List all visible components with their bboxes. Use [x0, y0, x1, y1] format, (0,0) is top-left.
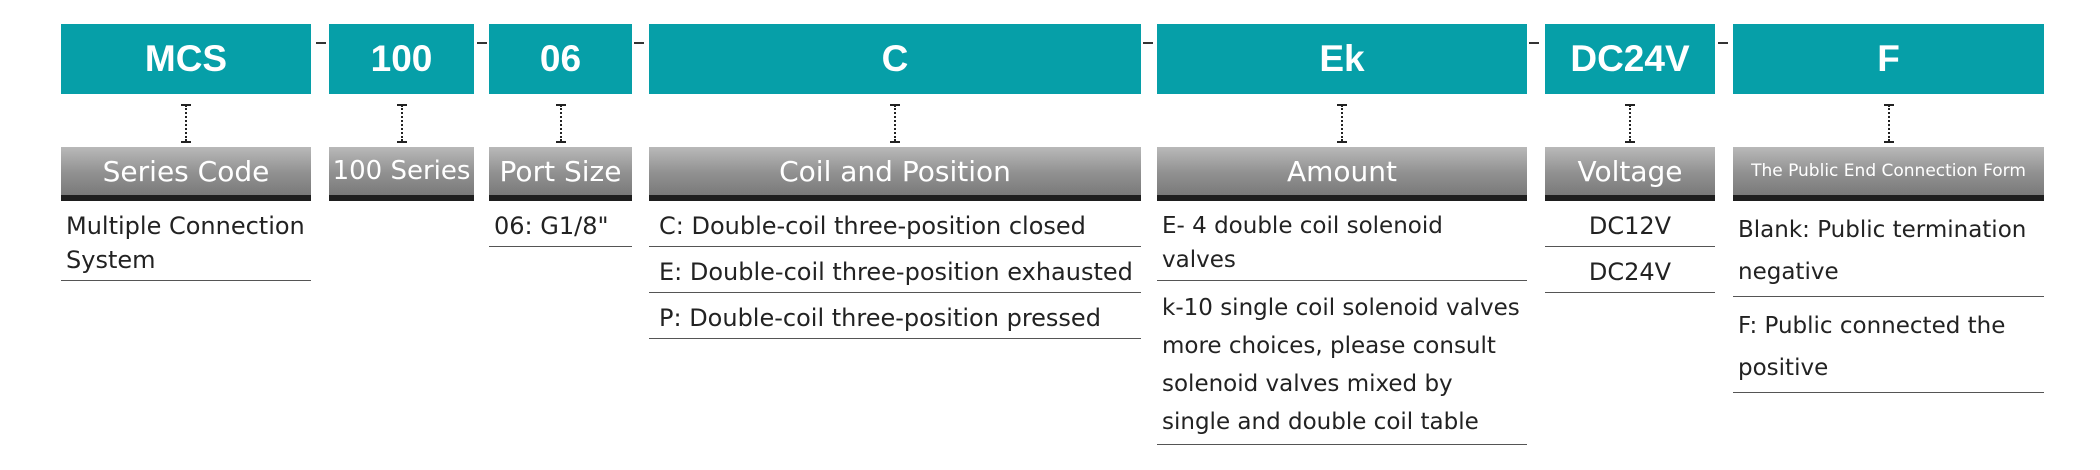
option-item: 06: G1/8": [489, 201, 632, 247]
code-box: 06: [489, 24, 632, 94]
separator-dash: [1529, 42, 1539, 44]
option-item: DC24V: [1545, 247, 1715, 293]
option-item: C: Double-coil three-position closed: [649, 201, 1141, 247]
dotted-connector: [1733, 94, 2044, 147]
column-amount: Ek Amount E- 4 double coil solenoid valv…: [1157, 24, 1527, 445]
option-item: E- 4 double coil solenoid valves: [1157, 201, 1527, 281]
code-box: 100: [329, 24, 474, 94]
code-box: Ek: [1157, 24, 1527, 94]
column-label: Series Code: [61, 147, 311, 201]
option-item: DC12V: [1545, 201, 1715, 247]
separator-dash: [477, 42, 487, 44]
separator-dash: [316, 42, 326, 44]
column-label: Voltage: [1545, 147, 1715, 201]
column-voltage: DC24V Voltage DC12V DC24V: [1545, 24, 1715, 293]
column-label: Coil and Position: [649, 147, 1141, 201]
dotted-connector: [61, 94, 311, 147]
option-item: k-10 single coil solenoid valves more ch…: [1157, 281, 1527, 445]
column-series: 100 100 Series: [329, 24, 474, 201]
separator-dash: [1718, 42, 1728, 44]
code-box: C: [649, 24, 1141, 94]
option-list: 06: G1/8": [489, 201, 632, 247]
dotted-connector: [1157, 94, 1527, 147]
option-item: P: Double-coil three-position pressed: [649, 293, 1141, 339]
column-connection-form: F The Public End Connection Form Blank: …: [1733, 24, 2044, 393]
dotted-connector: [649, 94, 1141, 147]
option-list: DC12V DC24V: [1545, 201, 1715, 293]
dotted-connector: [329, 94, 474, 147]
separator-dash: [1143, 42, 1153, 44]
option-item: F: Public connected the positive: [1733, 297, 2044, 393]
code-box: MCS: [61, 24, 311, 94]
code-box: DC24V: [1545, 24, 1715, 94]
code-box: F: [1733, 24, 2044, 94]
column-port-size: 06 Port Size 06: G1/8": [489, 24, 632, 247]
column-coil-position: C Coil and Position C: Double-coil three…: [649, 24, 1141, 339]
option-list: E- 4 double coil solenoid valves k-10 si…: [1157, 201, 1527, 445]
column-series-code: MCS Series Code Multiple Connection Syst…: [61, 24, 311, 281]
column-label: Amount: [1157, 147, 1527, 201]
column-label: Port Size: [489, 147, 632, 201]
dotted-connector: [1545, 94, 1715, 147]
option-item: Blank: Public termination negative: [1733, 201, 2044, 297]
column-label: 100 Series: [329, 147, 474, 201]
option-list: C: Double-coil three-position closed E: …: [649, 201, 1141, 339]
option-item: E: Double-coil three-position exhausted: [649, 247, 1141, 293]
column-label: The Public End Connection Form: [1733, 147, 2044, 201]
option-item: Multiple Connection System: [61, 201, 311, 281]
separator-dash: [634, 42, 644, 44]
dotted-connector: [489, 94, 632, 147]
option-list: Blank: Public termination negative F: Pu…: [1733, 201, 2044, 393]
option-list: Multiple Connection System: [61, 201, 311, 281]
